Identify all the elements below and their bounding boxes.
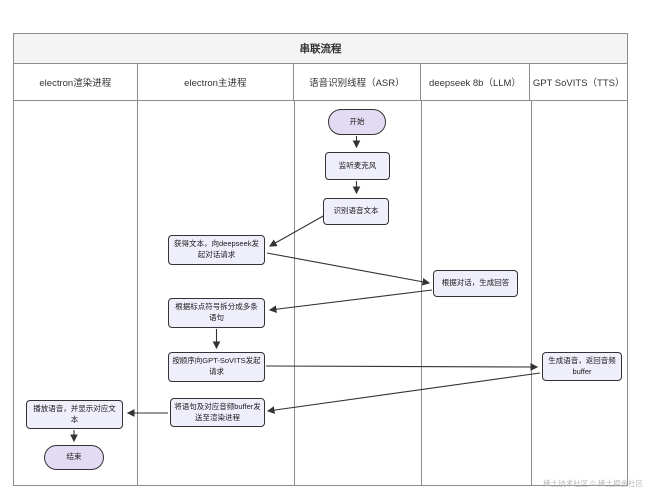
- lane-divider-4: [531, 101, 532, 485]
- node-llm-generate-answer: 根据对话，生成回答: [433, 270, 518, 297]
- node-listen-microphone: 监听麦克风: [325, 152, 390, 180]
- lane-header-llm: deepseek 8b（LLM）: [419, 64, 530, 100]
- node-split-by-punctuation: 根据标点符号拆分成多条语句: [168, 298, 265, 328]
- lane-header-asr: 语音识别线程（ASR）: [293, 64, 420, 100]
- lane-header-row: electron渲染进程 electron主进程 语音识别线程（ASR） dee…: [14, 64, 627, 101]
- lane-header-electron-renderer: electron渲染进程: [39, 78, 112, 89]
- lane-divider-3: [421, 101, 422, 485]
- watermark-text: 稀土技术社区 © 稀土掘金社区: [543, 479, 643, 488]
- diagram-title: 串联流程: [14, 34, 627, 64]
- node-play-audio-show-text: 播放语音，并显示对应文本: [26, 400, 123, 429]
- node-end: 结束: [44, 445, 104, 470]
- node-request-gpt-sovits: 按顺序向GPT-SoVITS发起请求: [168, 352, 265, 382]
- lane-divider-1: [137, 101, 138, 485]
- node-send-buffer-to-renderer: 将语句及对应音频buffer发送至渲染进程: [170, 398, 265, 427]
- lane-header-electron-main: electron主进程: [136, 64, 293, 100]
- lane-divider-2: [294, 101, 295, 485]
- lane-header-tts: GPT SoVITS（TTS）: [529, 64, 627, 100]
- node-get-text-request-deepseek: 获得文本，向deepseek发起对话请求: [168, 235, 265, 265]
- node-start: 开始: [328, 109, 386, 135]
- node-recognize-speech-text: 识别语音文本: [323, 198, 389, 225]
- node-generate-audio-buffer: 生成语音，返回音频buffer: [542, 352, 622, 381]
